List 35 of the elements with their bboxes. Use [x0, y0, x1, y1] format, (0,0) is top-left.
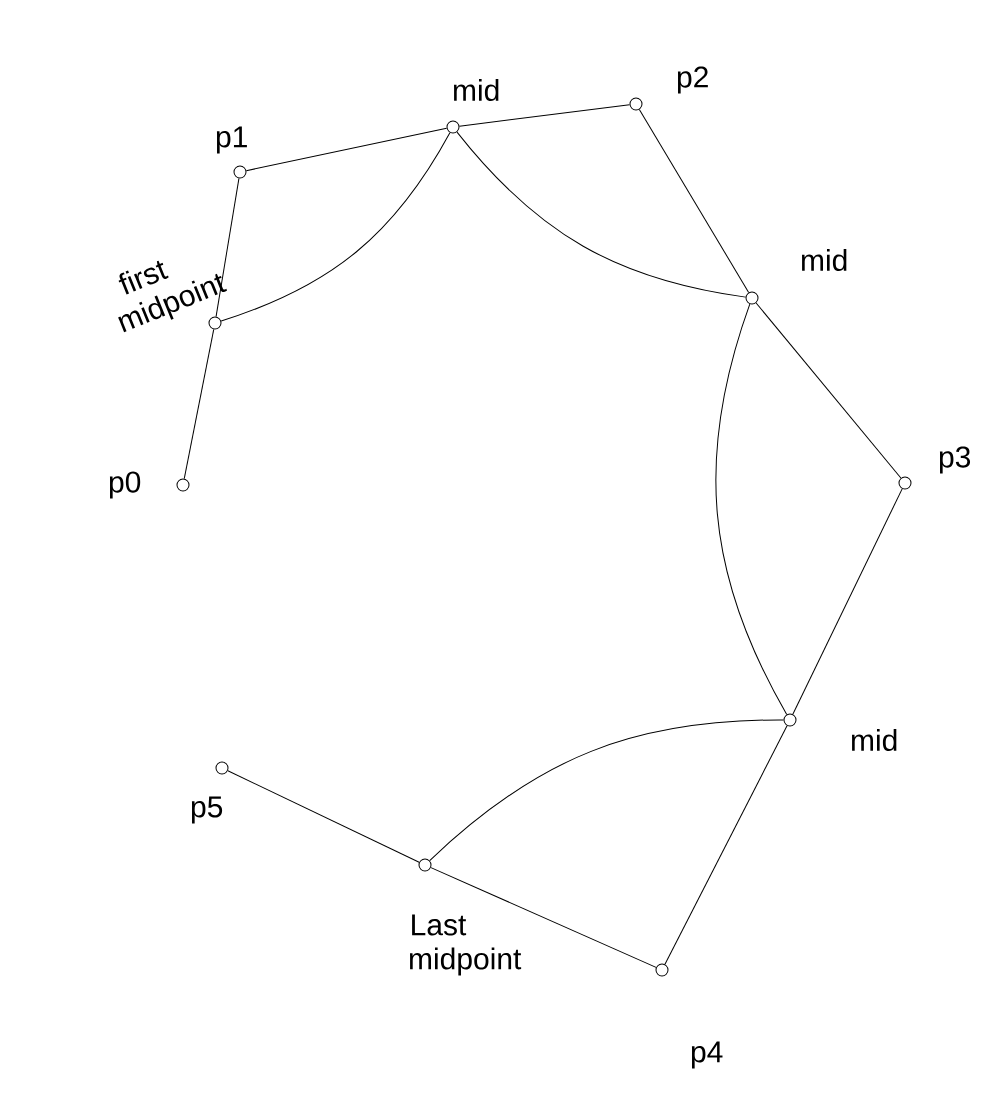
control-line	[245, 127, 448, 172]
point-label: mid	[454, 79, 499, 102]
point-marker	[176, 478, 190, 492]
point-marker	[898, 476, 912, 490]
curve	[429, 719, 784, 861]
point-marker	[783, 713, 797, 727]
control-line	[664, 725, 788, 965]
point-marker	[446, 120, 460, 134]
point-marker	[233, 165, 247, 179]
control-line	[227, 770, 420, 863]
point-marker	[629, 97, 643, 111]
point-label: p0	[109, 471, 141, 499]
curve	[220, 132, 451, 322]
point-label: Last midpoint	[410, 914, 522, 976]
control-line	[458, 104, 631, 127]
point-label: mid	[802, 249, 847, 272]
control-line	[430, 867, 657, 968]
point-label: p2	[677, 66, 708, 94]
point-marker	[745, 291, 759, 305]
point-marker	[215, 761, 229, 775]
point-label: p5	[191, 796, 223, 824]
control-line	[755, 302, 902, 479]
point-marker	[208, 316, 222, 330]
point-marker	[655, 963, 669, 977]
point-label: p1	[216, 126, 247, 154]
curve	[715, 303, 788, 715]
point-label: mid	[852, 729, 897, 752]
point-marker	[418, 858, 432, 872]
control-line	[215, 177, 240, 318]
point-label: p4	[691, 1041, 723, 1069]
control-line	[792, 488, 903, 715]
control-line	[638, 109, 750, 293]
point-label: p3	[939, 446, 971, 474]
control-line	[183, 328, 215, 480]
curve	[456, 131, 747, 298]
